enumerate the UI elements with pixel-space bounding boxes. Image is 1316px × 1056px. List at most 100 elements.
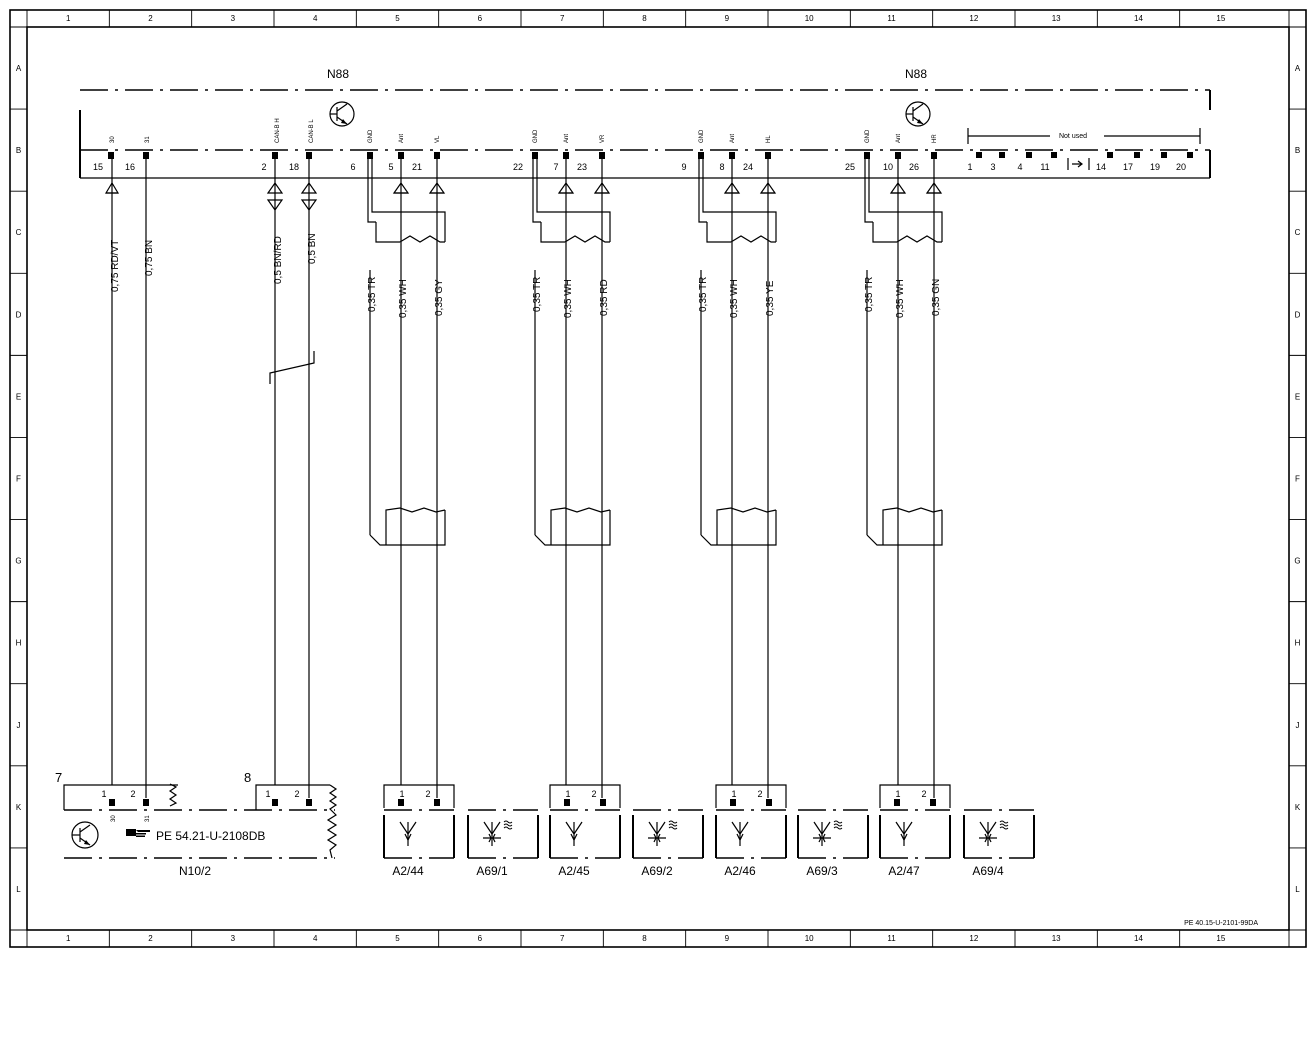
grid-row-right: G xyxy=(1294,557,1300,566)
wire-label: 0,35 GN xyxy=(931,279,942,316)
svg-text:16: 16 xyxy=(125,162,135,172)
pin-30: 30 15 xyxy=(93,136,116,172)
grid-row-left: C xyxy=(16,228,22,237)
wave-icon xyxy=(833,820,843,830)
antenna-icon xyxy=(813,821,831,846)
pin-signal-label: GND xyxy=(699,129,705,143)
grid-col-bottom: 12 xyxy=(969,934,978,943)
antenna-icon xyxy=(565,821,583,846)
grid-col-bottom: 9 xyxy=(725,934,730,943)
antenna-label: A2/44 xyxy=(392,864,424,878)
grid-col-top: 11 xyxy=(887,14,896,23)
svg-text:31: 31 xyxy=(145,136,151,143)
pin-number: 10 xyxy=(883,162,893,172)
grid-col-top: 7 xyxy=(560,14,565,23)
antenna-pin-number: 2 xyxy=(921,789,926,799)
pin-signal-label: GND xyxy=(865,129,871,143)
grid-row-left: G xyxy=(15,557,21,566)
pin-number: 26 xyxy=(909,162,919,172)
grid-row-left: K xyxy=(16,803,22,812)
grid-row-left: L xyxy=(16,885,21,894)
antenna-icon xyxy=(648,821,666,846)
unused-pin-number: 19 xyxy=(1150,162,1160,172)
grid-row-left: H xyxy=(16,639,22,648)
svg-text:CAN-B L: CAN-B L xyxy=(309,119,315,143)
pin-number: 7 xyxy=(553,162,558,172)
power-connector: 30 15 31 16 0,75 RD/VT 0,75 BN xyxy=(93,136,155,798)
antenna-pin-number: 2 xyxy=(591,789,596,799)
unused-pin-number: 17 xyxy=(1123,162,1133,172)
n10-reference: PE 54.21-U-2108DB xyxy=(156,829,265,843)
wire-label: 0,35 WH xyxy=(895,279,906,318)
grid-col-bottom: 4 xyxy=(313,934,318,943)
antenna-label: A69/2 xyxy=(641,864,673,878)
svg-text:1: 1 xyxy=(265,789,270,799)
drawing-frame xyxy=(9,9,1307,948)
grid-col-top: 10 xyxy=(805,14,814,23)
pin-signal-label: HR xyxy=(932,134,938,143)
pin-number: 8 xyxy=(719,162,724,172)
antenna-amplifier-block: A69/1 xyxy=(467,809,539,878)
grid-row-right: J xyxy=(1296,721,1300,730)
grid-row-right: C xyxy=(1295,228,1301,237)
pin-signal-label: GND xyxy=(368,129,374,143)
antenna-amplifier-block: A69/3 xyxy=(797,809,869,878)
transistor-icon xyxy=(905,101,931,127)
pin-number: 23 xyxy=(577,162,587,172)
wire-label: 0,35 RD xyxy=(599,279,610,316)
grid-row-right: A xyxy=(1295,64,1301,73)
svg-text:1: 1 xyxy=(101,789,106,799)
grid-col-top: 2 xyxy=(148,14,153,23)
antenna-label: A69/1 xyxy=(476,864,508,878)
unused-pin-number: 14 xyxy=(1096,162,1106,172)
svg-text:2: 2 xyxy=(261,162,266,172)
grid-col-top: 13 xyxy=(1052,14,1061,23)
grid-row-right: H xyxy=(1295,639,1301,648)
grid-col-bottom: 6 xyxy=(478,934,483,943)
grid-row-left: A xyxy=(16,64,22,73)
antenna-icon xyxy=(895,821,913,846)
wire-label: 0,35 WH xyxy=(563,279,574,318)
grid-row-right: L xyxy=(1295,885,1300,894)
module-label-left: N88 xyxy=(327,67,349,81)
transistor-icon xyxy=(71,821,99,849)
module-n88: N88 N88 Not used xyxy=(79,67,1211,179)
pin-signal-label: Ant xyxy=(730,134,736,143)
pin-signal-label: Ant xyxy=(564,134,570,143)
svg-text:CAN-B H: CAN-B H xyxy=(275,118,281,143)
antenna-icon xyxy=(483,821,501,846)
grid-row-left: E xyxy=(16,392,21,401)
pin-signal-label: VR xyxy=(600,134,606,143)
unused-pin-number: 1 xyxy=(967,162,972,172)
wire-label: 0,35 TR xyxy=(532,277,543,312)
wire-label: 0,35 GY xyxy=(434,279,445,316)
unused-pin-number: 11 xyxy=(1040,162,1049,172)
grid-col-top: 4 xyxy=(313,14,318,23)
pin-number: 24 xyxy=(743,162,753,172)
grid-col-bottom: 10 xyxy=(805,934,814,943)
grid-row-right: D xyxy=(1295,310,1301,319)
unused-pin-number: 3 xyxy=(990,162,995,172)
grid-col-top: 8 xyxy=(642,14,647,23)
can-connector: CAN-B H 2 CAN-B L 18 0,5 BN/RD 0,5 BN xyxy=(261,118,318,798)
grid-col-bottom: 11 xyxy=(887,934,896,943)
grid-col-bottom: 14 xyxy=(1134,934,1143,943)
grid-col-bottom: 1 xyxy=(66,934,71,943)
unused-pin-number: 20 xyxy=(1176,162,1186,172)
wave-icon xyxy=(503,820,513,830)
svg-text:31: 31 xyxy=(145,815,151,822)
pin-number: 21 xyxy=(412,162,422,172)
grid-col-top: 1 xyxy=(66,14,71,23)
not-used-bracket: Not used xyxy=(967,128,1201,144)
grid-row-left: B xyxy=(16,146,21,155)
antenna-label: A2/45 xyxy=(558,864,590,878)
unused-pin-number: 4 xyxy=(1017,162,1022,172)
antenna-pin-number: 1 xyxy=(895,789,900,799)
grid-col-bottom: 3 xyxy=(231,934,236,943)
